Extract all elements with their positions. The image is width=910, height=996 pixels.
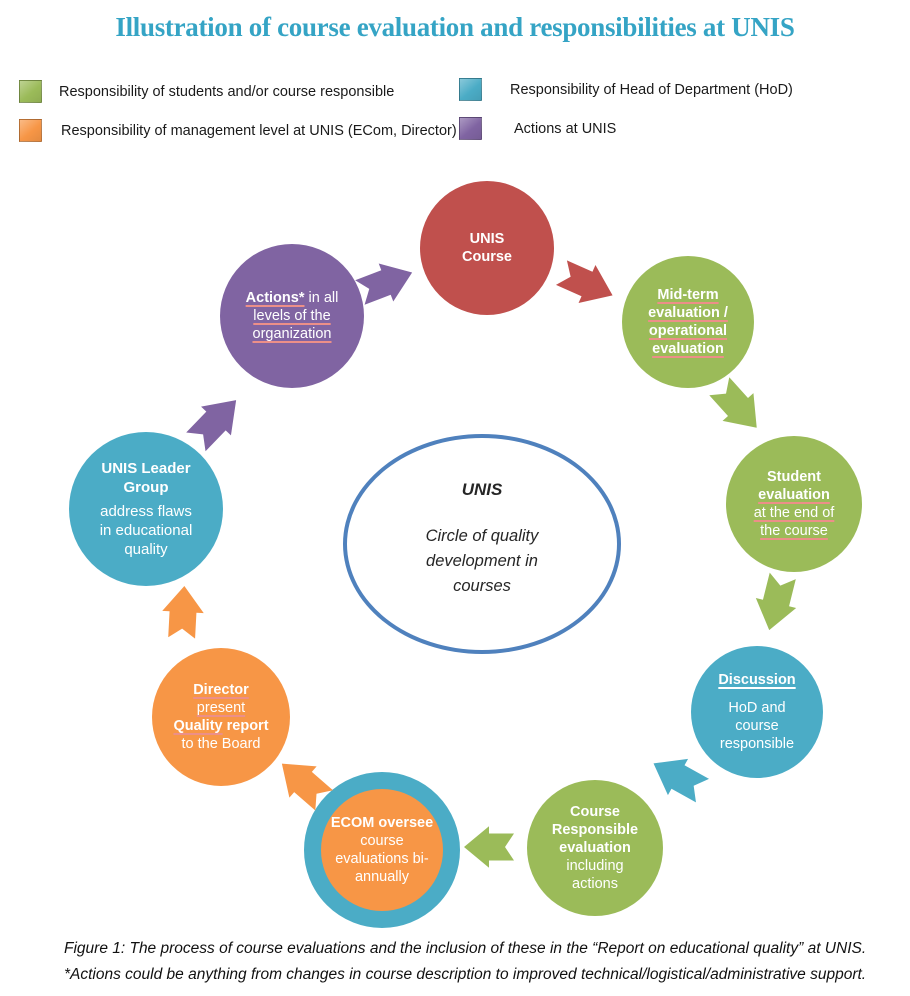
legend-swatch-teal — [459, 78, 482, 101]
flow-arrow-icon — [281, 763, 333, 811]
caption-line-2: *Actions could be anything from changes … — [64, 966, 867, 983]
diagram-title: Illustration of course evaluation and re… — [115, 12, 795, 42]
legend-label: Actions at UNIS — [514, 120, 617, 137]
legend-label: Responsibility of students and/or course… — [59, 83, 395, 100]
flow-arrow-icon — [464, 826, 514, 868]
ellipse-title: UNIS — [461, 480, 503, 499]
flow-arrow-icon — [186, 400, 237, 452]
legend-label: Responsibility of management level at UN… — [61, 122, 457, 139]
legend-item-hod: Responsibility of Head of Department (Ho… — [459, 78, 793, 101]
ellipse-body: Circle of quality development in courses — [425, 527, 539, 595]
flow-arrow-icon — [709, 377, 757, 428]
flow-arrow-icon — [162, 586, 204, 639]
legend-swatch-orange — [19, 119, 42, 142]
caption-line-1: Figure 1: The process of course evaluati… — [64, 940, 867, 957]
legend-item-management: Responsibility of management level at UN… — [19, 119, 457, 142]
flow-arrow-icon — [755, 572, 797, 631]
center-ellipse: UNIS Circle of quality development in co… — [343, 434, 621, 654]
flow-arrow-icon — [653, 758, 710, 803]
figure-caption: Figure 1: The process of course evaluati… — [64, 936, 898, 988]
flow-arrow-icon — [555, 260, 613, 303]
legend-swatch-purple — [459, 117, 482, 140]
legend-item-actions: Actions at UNIS — [459, 117, 616, 140]
legend-item-students: Responsibility of students and/or course… — [19, 80, 394, 103]
legend-label: Responsibility of Head of Department (Ho… — [510, 81, 793, 98]
flow-arrow-icon — [355, 263, 413, 305]
legend-swatch-green — [19, 80, 42, 103]
